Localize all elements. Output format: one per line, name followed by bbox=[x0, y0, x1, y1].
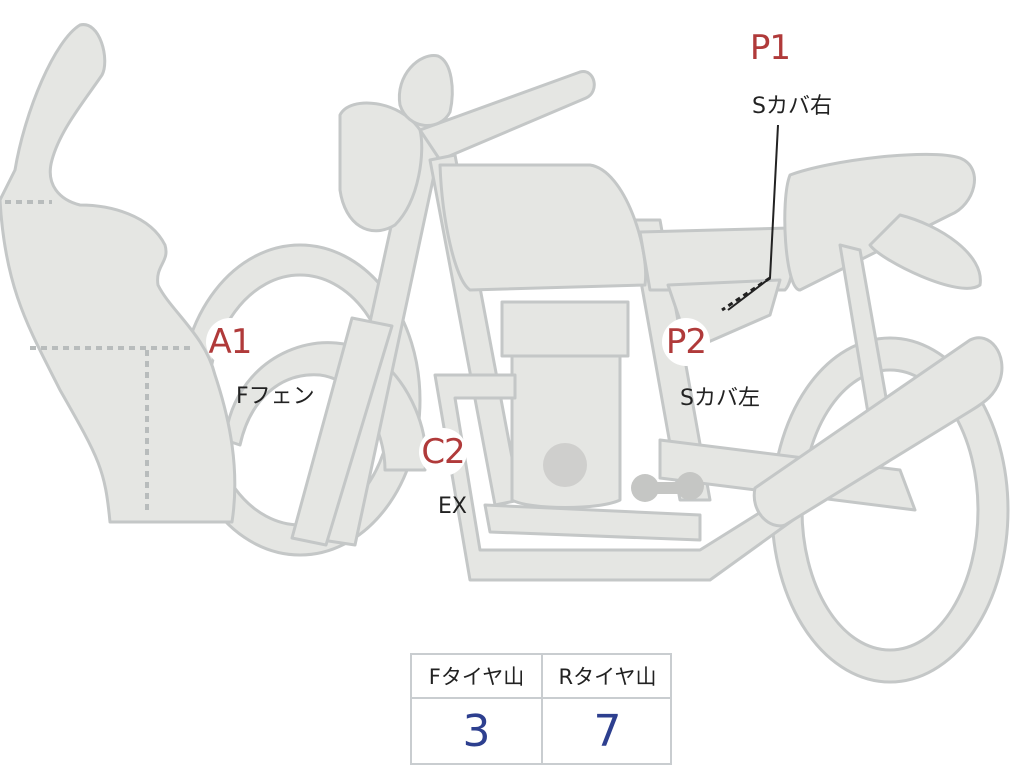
rear-subframe bbox=[838, 243, 892, 427]
exhaust-pipe bbox=[433, 373, 802, 582]
rear-tire-header: Rタイヤ山 bbox=[543, 655, 672, 699]
marker-a1: A1 bbox=[206, 318, 254, 366]
marker-p1-code: P1 bbox=[749, 28, 791, 68]
headlight bbox=[338, 101, 424, 233]
tire-tread-table: Fタイヤ山 3 Rタイヤ山 7 bbox=[410, 653, 672, 765]
fork-tube-upper bbox=[290, 316, 394, 547]
front-fairing bbox=[0, 23, 237, 524]
marker-p1: P1 bbox=[746, 24, 794, 72]
rear-tire-value: 7 bbox=[593, 705, 622, 757]
marker-c2-code: C2 bbox=[421, 432, 465, 472]
marker-p2-code: P2 bbox=[665, 322, 707, 362]
marker-p2: P2 bbox=[662, 318, 710, 366]
rear-cowl bbox=[783, 152, 976, 292]
crank-cover bbox=[543, 443, 587, 487]
muffler bbox=[752, 336, 1004, 528]
exhaust-lower bbox=[483, 503, 702, 542]
front-tire-value: 3 bbox=[462, 705, 491, 757]
engine-block bbox=[510, 354, 622, 509]
mirror bbox=[397, 54, 454, 128]
tail-fender bbox=[868, 213, 982, 290]
label-a1: Fフェン bbox=[236, 384, 315, 409]
footpeg-right bbox=[676, 472, 704, 500]
rear-tire-column: Rタイヤ山 7 bbox=[543, 655, 672, 763]
label-p1: Sカバ右 bbox=[752, 94, 832, 119]
label-p2: Sカバ左 bbox=[680, 386, 760, 411]
marker-a1-code: A1 bbox=[208, 322, 253, 362]
front-tire-header: Fタイヤ山 bbox=[412, 655, 541, 699]
fuel-tank bbox=[438, 163, 648, 292]
engine-cylinder bbox=[500, 300, 630, 358]
front-tire-column: Fタイヤ山 3 bbox=[412, 655, 543, 763]
label-c2: EX bbox=[438, 494, 467, 519]
marker-c2: C2 bbox=[419, 428, 467, 476]
p1-leader-dash bbox=[721, 276, 771, 312]
handlebar bbox=[418, 70, 596, 162]
rear-wheel bbox=[770, 336, 1010, 684]
